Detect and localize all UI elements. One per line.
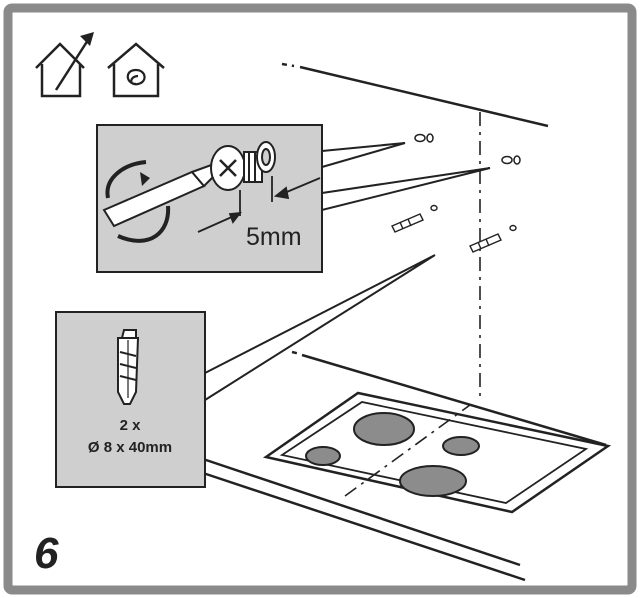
outer-frame [3, 3, 637, 595]
screw-icon [210, 141, 276, 191]
callout-pointers [204, 142, 491, 402]
wall-screw-lower [501, 155, 521, 165]
burner-front-left [305, 446, 341, 466]
screw-detail-panel: 5mm [96, 124, 323, 273]
house-inside-spiral-icon [107, 42, 165, 98]
wall-outline [281, 62, 607, 447]
wall-plug-lower [469, 224, 517, 253]
gap-dimension-arrows [197, 176, 321, 233]
cooktop [262, 391, 612, 514]
screw-gap-label: 5mm [246, 223, 302, 251]
plug-size: Ø 8 x 40mm [88, 439, 172, 456]
plug-quantity: 2 x [120, 417, 142, 434]
burner-back-right [442, 436, 480, 456]
burner-back-left [353, 412, 415, 446]
wall-plug-upper [391, 204, 438, 233]
house-outside-arrow-icon [35, 32, 94, 98]
wall-plug-icon [117, 329, 140, 405]
countertop [199, 456, 526, 582]
step-number: 6 [34, 529, 59, 578]
burner-front-right [399, 465, 467, 497]
wall-plug-detail-panel: 2 x Ø 8 x 40mm [55, 311, 206, 488]
wall-screw-upper [414, 133, 434, 143]
